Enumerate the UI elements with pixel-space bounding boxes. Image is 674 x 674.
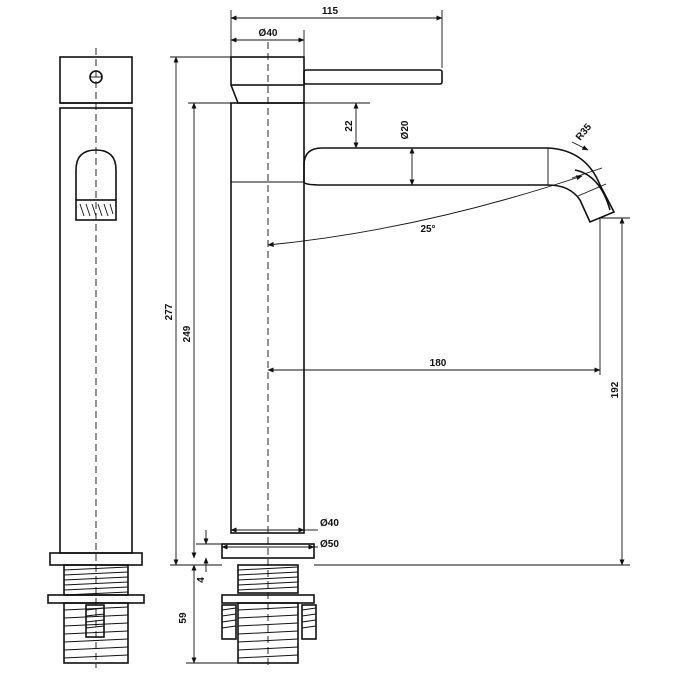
spout bbox=[303, 147, 616, 224]
front-thread bbox=[221, 564, 317, 664]
dim-spout-diameter: Ø20 bbox=[400, 120, 411, 139]
front-view bbox=[221, 42, 616, 668]
dimension-lines bbox=[170, 10, 630, 664]
dim-bend-radius: R35 bbox=[574, 122, 595, 143]
handle-lever bbox=[303, 69, 443, 85]
dim-swivel-angle: 25° bbox=[420, 224, 435, 235]
tap-body bbox=[230, 102, 305, 534]
dim-base-diameter: Ø50 bbox=[320, 539, 339, 550]
dim-handle-diameter: Ø40 bbox=[259, 28, 278, 39]
dim-spout-drop: 22 bbox=[344, 120, 355, 132]
side-view bbox=[47, 48, 145, 668]
dim-thread-length: 59 bbox=[178, 612, 189, 624]
dim-body-diameter: Ø40 bbox=[320, 518, 339, 529]
dimension-labels: 115 Ø40 22 Ø20 R35 25° 277 249 180 192 Ø… bbox=[164, 6, 621, 624]
handle-body bbox=[230, 56, 305, 86]
dim-spout-projection: 180 bbox=[430, 358, 447, 369]
dim-body-height: 249 bbox=[182, 325, 193, 342]
dim-outlet-height: 192 bbox=[610, 381, 621, 398]
dim-base-thickness: 4 bbox=[196, 577, 207, 583]
dim-overall-height: 277 bbox=[164, 303, 175, 320]
dim-overall-reach: 115 bbox=[322, 6, 339, 17]
